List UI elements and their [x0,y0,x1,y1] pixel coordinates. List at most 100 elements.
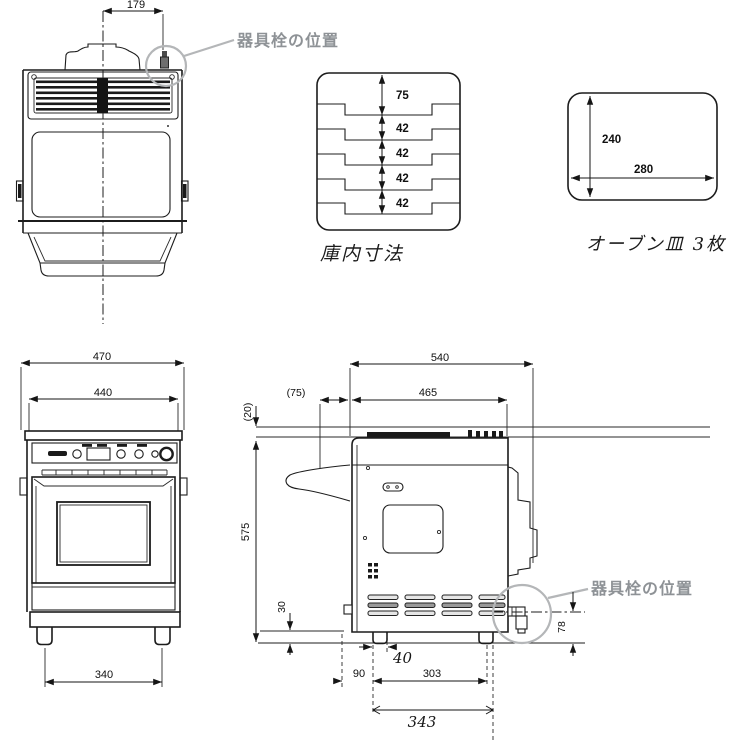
shelf-spacing-dimensions: 75 42 42 42 42 [378,75,409,214]
oven-door [31,476,176,584]
knob [72,449,82,459]
dim-75: 75 [396,90,409,102]
dim-42: 42 [396,173,409,185]
dim-240: 240 [602,134,621,146]
screw-icon [362,535,368,541]
gas-valve [160,51,169,69]
top-plate-panel [31,131,171,218]
foot-rear [478,632,494,645]
svg-text:40: 40 [392,649,413,667]
front-lower-tab [343,604,353,615]
interior-caption: 庫内寸法 [320,243,404,265]
side-access-panel [382,504,444,554]
side-dim-90-303: 90 303 [333,668,487,685]
side-view: 540 465 (75) (20) 575 [240,352,710,741]
top-grill-strip [367,432,450,438]
main-knob [159,446,174,462]
tray-caption: オーブン皿 3枚 [586,234,727,255]
top-plate-edge [24,430,183,441]
lower-drawer-panel [31,582,176,611]
side-body [285,430,538,645]
gas-valve [507,606,528,634]
foot-left [36,627,53,646]
dim-280: 280 [634,164,653,176]
screw-icon [365,465,371,471]
grill-slats [36,78,170,113]
svg-text:90: 90 [353,668,365,680]
extension-lines [341,634,494,741]
grill-frame [27,71,179,120]
svg-text:78: 78 [556,621,568,633]
svg-text:440: 440 [94,387,112,399]
door-vent-row [41,469,168,476]
door-handle [285,464,351,502]
svg-text:470: 470 [93,351,111,363]
oven-cavity-outline [316,72,461,231]
control-panel [31,442,178,464]
front-view: 470 440 [19,351,188,687]
tray-dimensions: 240 280 [571,96,714,197]
dim-42: 42 [396,148,409,160]
svg-text:303: 303 [423,668,441,680]
side-tab-left [15,180,24,202]
hinge-tab-left [19,477,28,496]
rear-top-knobs [468,430,503,438]
knob [134,449,144,459]
top-view-body [15,43,189,277]
side-tab-right [180,180,189,202]
side-dim-30: 30 [276,601,294,655]
knob [116,449,126,459]
control-panel-controls [48,444,174,462]
callout-line [547,587,589,600]
svg-text:(75): (75) [287,387,306,399]
dim-42: 42 [396,198,409,210]
shelf-rails [317,103,460,215]
highlight-circle [144,44,188,88]
side-dim-78: 78 [556,592,577,656]
front-apron [27,232,178,264]
foot-front [372,632,388,645]
plinth [29,611,181,628]
svg-text:30: 30 [276,601,288,613]
rear-burner-cover-steps [507,466,538,577]
screw-icon [169,74,175,80]
highlight-circle [491,583,553,645]
valve-callout: 器具栓の位置 [144,31,339,88]
svg-text:343: 343 [408,713,437,731]
hinge-tab-right [179,477,188,496]
dim-42: 42 [396,123,409,135]
side-dim-20: (20) [242,403,260,426]
valve-callout: 器具栓の位置 [491,579,693,645]
front-dim-340: 340 [44,648,163,687]
tray-outline [567,92,718,201]
screw-icon [31,74,37,80]
burner-back-cover [64,43,141,71]
svg-text:(20): (20) [242,403,254,422]
top-view-dimension-179: 179 [103,0,164,50]
side-dim-40: 40 [359,643,413,667]
svg-text:540: 540 [431,352,449,364]
svg-text:340: 340 [95,669,113,681]
side-dim-575: 575 [240,441,260,642]
foot-right [154,627,171,646]
front-body [19,430,188,646]
valve-callout-label: 器具栓の位置 [236,31,339,50]
display-window [86,447,111,461]
side-dim-540: 540 [349,352,534,563]
small-vent-marks [368,563,378,579]
interior-dimensions-view: 75 42 42 42 42 庫内寸法 [316,72,461,265]
callout-line [183,38,235,58]
front-dim-440: 440 [28,387,179,438]
button [151,450,159,458]
handle-slot [48,451,67,456]
side-dim-465: 465 [352,387,508,436]
side-dim-343: 343 [371,705,495,731]
body-outline [351,437,509,633]
dim-179: 179 [127,0,145,11]
valve-callout-label: 器具栓の位置 [590,579,693,598]
side-dim-75: (75) [287,387,348,468]
screw-icon [436,529,442,535]
oven-tray-view: 240 280 オーブン皿 3枚 [567,92,727,255]
side-nameplate [382,482,404,492]
